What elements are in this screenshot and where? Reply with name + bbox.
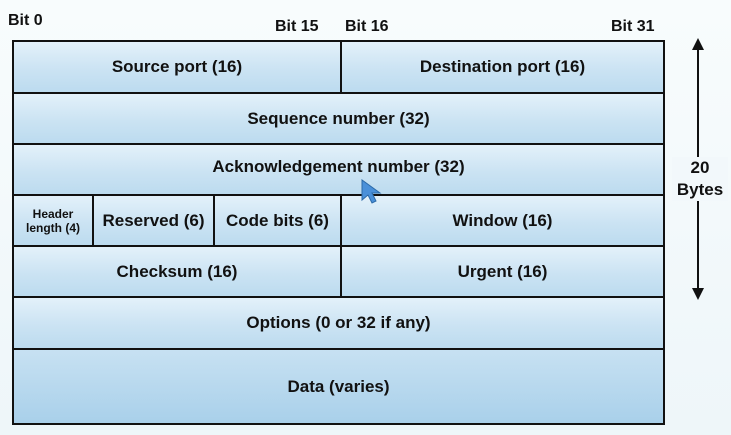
header-length-line2: length (4) bbox=[26, 220, 80, 235]
bit-31-label: Bit 31 bbox=[611, 18, 655, 35]
tcp-header-diagram: Source port (16) Destination port (16) S… bbox=[12, 40, 665, 425]
source-port-field: Source port (16) bbox=[14, 42, 340, 92]
reserved-field: Reserved (6) bbox=[92, 196, 213, 245]
row-control: Header length (4) Reserved (6) Code bits… bbox=[14, 196, 663, 247]
bit-0-label: Bit 0 bbox=[8, 12, 43, 29]
header-length-field: Header length (4) bbox=[14, 196, 92, 245]
row-checksum: Checksum (16) Urgent (16) bbox=[14, 247, 663, 298]
row-options: Options (0 or 32 if any) bbox=[14, 298, 663, 350]
acknowledgement-number-field: Acknowledgement number (32) bbox=[14, 145, 663, 194]
header-length-line1: Header bbox=[32, 206, 74, 221]
row-ports: Source port (16) Destination port (16) bbox=[14, 42, 663, 94]
options-field: Options (0 or 32 if any) bbox=[14, 298, 663, 348]
bit-15-label: Bit 15 bbox=[275, 18, 319, 35]
row-data: Data (varies) bbox=[14, 350, 663, 423]
window-field: Window (16) bbox=[340, 196, 663, 245]
mouse-pointer-icon bbox=[361, 179, 382, 204]
destination-port-field: Destination port (16) bbox=[340, 42, 663, 92]
bit-16-label: Bit 16 bbox=[345, 18, 389, 35]
sequence-number-field: Sequence number (32) bbox=[14, 94, 663, 143]
header-size-unit: Bytes bbox=[672, 179, 728, 201]
urgent-field: Urgent (16) bbox=[340, 247, 663, 296]
header-size-value: 20 bbox=[672, 157, 728, 179]
code-bits-field: Code bits (6) bbox=[213, 196, 340, 245]
row-sequence: Sequence number (32) bbox=[14, 94, 663, 145]
row-acknowledgement: Acknowledgement number (32) bbox=[14, 145, 663, 196]
checksum-field: Checksum (16) bbox=[14, 247, 340, 296]
data-field: Data (varies) bbox=[14, 350, 663, 423]
